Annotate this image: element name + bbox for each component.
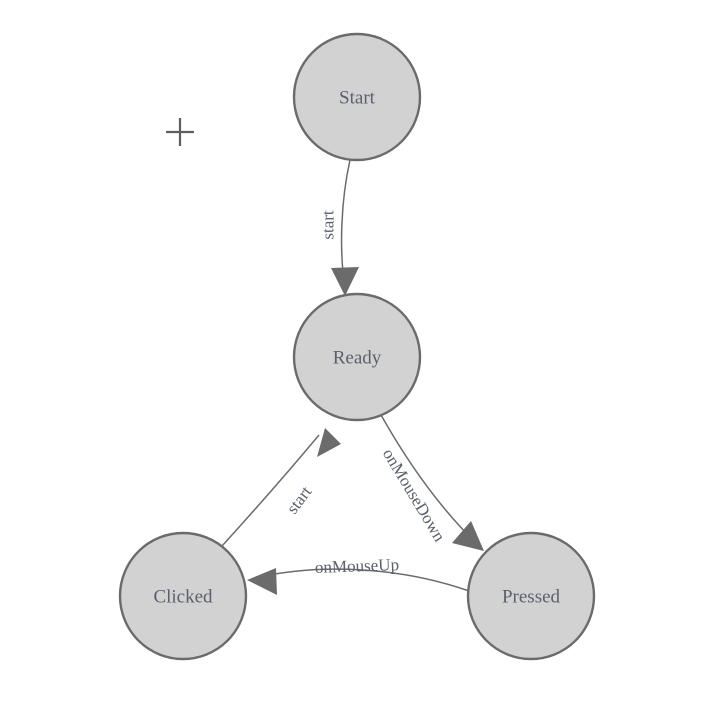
edge-ready-to-pressed[interactable]: onMouseDown [379, 414, 484, 551]
edge-label-clicked-to-ready: start [283, 482, 316, 517]
edge-clicked-to-ready[interactable]: start [221, 428, 341, 547]
node-start[interactable]: Start [292, 32, 422, 162]
crosshair-marker [166, 118, 194, 146]
node-pressed[interactable]: Pressed [466, 531, 596, 661]
node-circle-pressed[interactable] [466, 531, 596, 661]
arrowhead-icon [247, 568, 277, 595]
arrowhead-icon [317, 428, 341, 457]
edge-label-pressed-to-clicked: onMouseUp [315, 555, 400, 577]
edge-line [254, 568, 470, 592]
edge-pressed-to-clicked[interactable]: onMouseUp [247, 555, 470, 595]
arrowhead-icon [331, 267, 359, 296]
node-circle-clicked[interactable] [118, 531, 248, 661]
node-clicked[interactable]: Clicked [118, 531, 248, 661]
node-label-pressed: Pressed [502, 587, 561, 608]
edge-line [221, 434, 320, 547]
edge-start-to-ready[interactable]: start [319, 159, 360, 296]
node-label-ready: Ready [333, 348, 382, 369]
node-circle-start[interactable] [292, 32, 422, 162]
edge-label-ready-to-pressed: onMouseDown [379, 445, 450, 545]
arrowhead-icon [452, 521, 484, 551]
edge-label-start-to-ready: start [319, 210, 338, 240]
node-ready[interactable]: Ready [292, 292, 422, 422]
node-label-clicked: Clicked [153, 587, 213, 608]
node-label-start: Start [339, 88, 376, 109]
node-circle-ready[interactable] [292, 292, 422, 422]
